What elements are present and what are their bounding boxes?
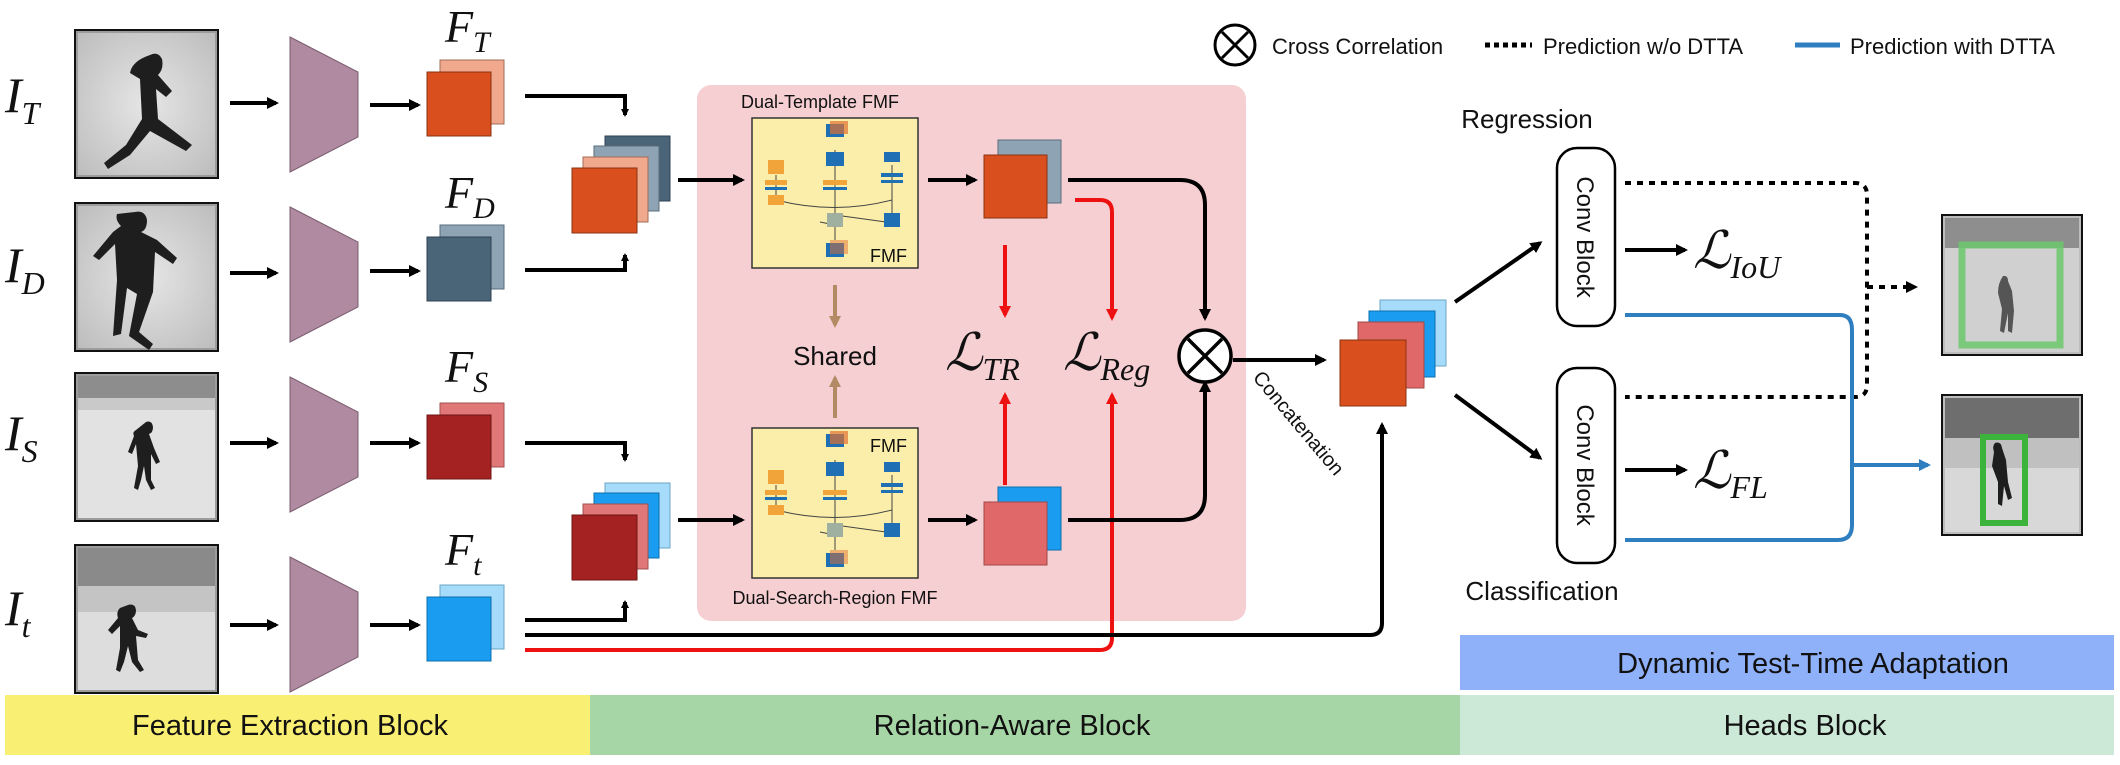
svg-text:It: It xyxy=(4,580,32,644)
feature-search xyxy=(426,402,505,480)
dtta-bar xyxy=(1460,635,2114,690)
dual-template-title: Dual-Template FMF xyxy=(741,92,899,112)
image-dynamic xyxy=(74,202,219,352)
legend-pred-without: Prediction w/o DTTA xyxy=(1543,34,1743,59)
label-I-S: IS xyxy=(4,405,38,469)
heads-block-bar xyxy=(1460,695,2114,755)
concatenation-label: Concatenation xyxy=(1248,367,1348,480)
legend-cross-correlation: Cross Correlation xyxy=(1272,34,1443,59)
output-image-with-dtta xyxy=(1941,394,2083,536)
backbone-search xyxy=(289,376,359,513)
conv-block-classification: Conv Block xyxy=(1555,366,1617,565)
legend: Cross Correlation Prediction w/o DTTA Pr… xyxy=(1213,23,2055,67)
concatenated-stack xyxy=(1339,299,1447,407)
legend-pred-with: Prediction with DTTA xyxy=(1850,34,2055,59)
conv-block-regression: Conv Block xyxy=(1555,146,1617,328)
backbone-template xyxy=(289,36,359,173)
feature-extraction-label: Feature Extraction Block xyxy=(132,710,448,742)
fmf-label-search: FMF xyxy=(870,436,907,456)
dual-search-title: Dual-Search-Region FMF xyxy=(732,588,937,608)
label-F-D: FD xyxy=(444,167,495,225)
svg-text:Conv Block: Conv Block xyxy=(1571,404,1598,526)
label-F-T: FT xyxy=(444,1,492,59)
stack-search xyxy=(571,482,671,581)
backbone-dynamic xyxy=(289,206,359,343)
loss-reg: ℒReg xyxy=(1063,325,1150,387)
feature-dynamic xyxy=(426,224,505,302)
svg-text:Conv Block: Conv Block xyxy=(1571,176,1598,298)
label-I-D: ID xyxy=(4,237,45,301)
label-F-t: Ft xyxy=(444,524,482,582)
regression-label: Regression xyxy=(1461,104,1593,134)
heads-block-label: Heads Block xyxy=(1724,710,1887,742)
loss-iou: ℒIoU xyxy=(1693,223,1782,285)
classification-label: Classification xyxy=(1465,576,1618,606)
fmf-label-template: FMF xyxy=(870,246,907,266)
label-I-T: IT xyxy=(4,67,42,131)
fused-search-feature xyxy=(983,486,1062,566)
image-search-t xyxy=(74,544,219,694)
fmf-search: FMF xyxy=(751,427,919,579)
svg-text:IS: IS xyxy=(4,405,38,469)
backbone-search-t xyxy=(289,556,359,693)
fused-template-feature xyxy=(983,139,1062,219)
relation-aware-label: Relation-Aware Block xyxy=(874,710,1151,742)
output-image-without-dtta xyxy=(1941,214,2083,356)
cross-correlation-op xyxy=(1177,328,1233,384)
stack-template xyxy=(571,135,671,234)
image-search xyxy=(74,372,219,522)
fmf-template: FMF xyxy=(751,117,919,269)
feature-extraction-bar xyxy=(5,695,590,755)
relation-aware-bar xyxy=(590,695,1460,755)
dtta-label: Dynamic Test-Time Adaptation xyxy=(1617,648,2009,680)
label-F-S: FS xyxy=(444,341,488,399)
loss-tr: ℒTR xyxy=(945,325,1020,387)
svg-text:IT: IT xyxy=(4,67,42,131)
loss-fl: ℒFL xyxy=(1693,443,1768,505)
image-template xyxy=(74,29,219,179)
feature-template xyxy=(426,59,505,137)
label-I-t: It xyxy=(4,580,32,644)
shared-label: Shared xyxy=(793,341,877,371)
feature-search-t xyxy=(426,584,505,662)
svg-text:ID: ID xyxy=(4,237,45,301)
